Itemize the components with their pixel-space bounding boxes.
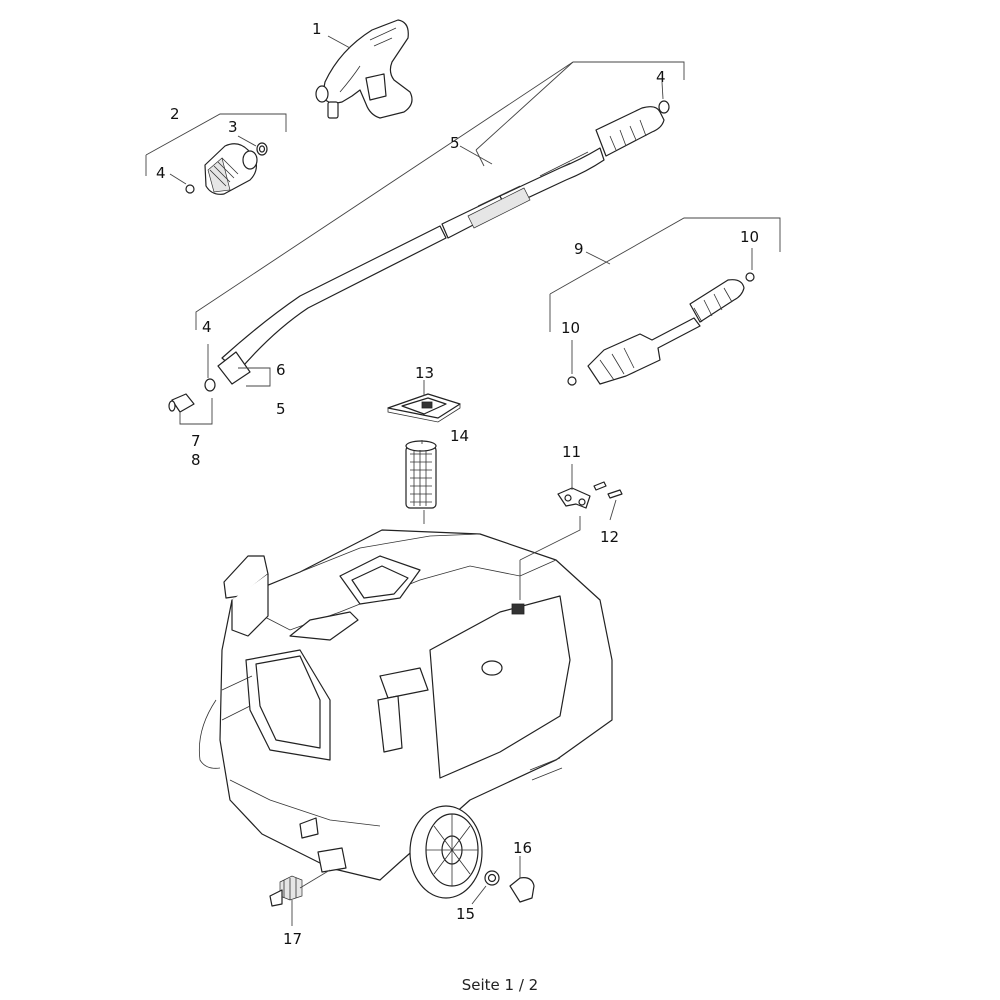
second-lance-part (567, 272, 755, 386)
wheel-part (409, 805, 483, 899)
callout-4: 4 (156, 164, 166, 182)
callout-15: 15 (456, 905, 475, 923)
callout-4: 4 (202, 318, 212, 336)
machine-body (199, 529, 613, 881)
callout-7: 7 (191, 432, 201, 450)
tank-lid-part (387, 393, 461, 423)
callout-12: 12 (600, 528, 619, 546)
callout-5: 5 (450, 134, 460, 152)
callout-10: 10 (561, 319, 580, 337)
nozzle-part (185, 142, 268, 195)
callout-16: 16 (513, 839, 532, 857)
filter-part (405, 440, 437, 509)
small-parts (269, 870, 535, 907)
callout-2: 2 (170, 105, 180, 123)
callout-4: 4 (656, 68, 666, 86)
page-indicator: Seite 1 / 2 (461, 976, 539, 994)
callout-1: 1 (312, 20, 322, 38)
callout-17: 17 (283, 930, 302, 948)
page-footer: Seite 1 / 2 (0, 976, 1000, 994)
callout-10: 10 (740, 228, 759, 246)
callout-8: 8 (191, 451, 201, 469)
callout-3: 3 (228, 118, 238, 136)
callout-5: 5 (276, 400, 286, 418)
callout-13: 13 (415, 364, 434, 382)
callout-14: 14 (450, 427, 469, 445)
callout-11: 11 (562, 443, 581, 461)
callout-labels: 1 2 3 4 4 5 4 6 5 7 8 9 10 10 13 14 11 1… (156, 20, 759, 948)
leader-lines (145, 35, 781, 926)
callout-6: 6 (276, 361, 286, 379)
callout-9: 9 (574, 240, 584, 258)
spray-gun-part (315, 19, 413, 119)
bracket-part (557, 481, 623, 509)
lance-part (168, 100, 670, 413)
